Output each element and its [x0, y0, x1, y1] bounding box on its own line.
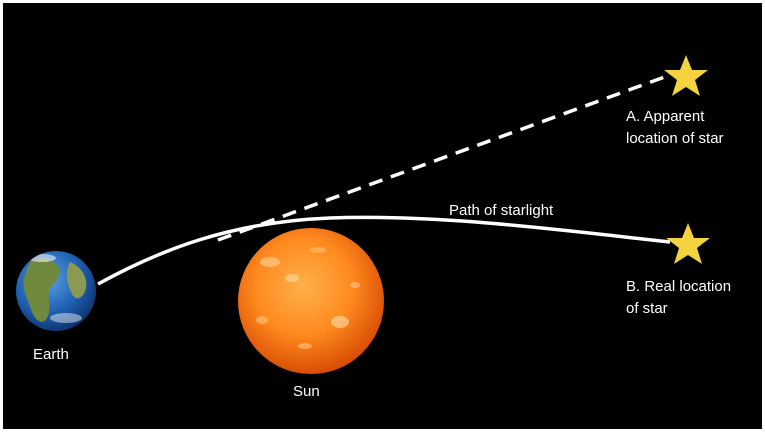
sun-label: Sun	[293, 383, 320, 400]
apparent-location-label: A. Apparent location of star	[626, 106, 724, 150]
apparent-location-label-line1: A. Apparent	[626, 108, 705, 125]
earth-globe-icon	[16, 251, 96, 331]
real-location-label-line1: B. Real location	[626, 278, 732, 295]
star-icon	[664, 55, 708, 96]
apparent-location-label-line2: location of star	[626, 130, 724, 147]
apparent-light-path-line	[217, 73, 671, 242]
real-location-label-line2: of star	[626, 300, 668, 317]
real-location-label: B. Real location of star	[626, 276, 731, 320]
star-icon	[666, 223, 710, 264]
sun-disc-icon	[238, 228, 384, 374]
path-of-starlight-label: Path of starlight	[449, 202, 554, 219]
earth-label: Earth	[33, 346, 69, 363]
starlight-path-curve	[97, 215, 671, 286]
